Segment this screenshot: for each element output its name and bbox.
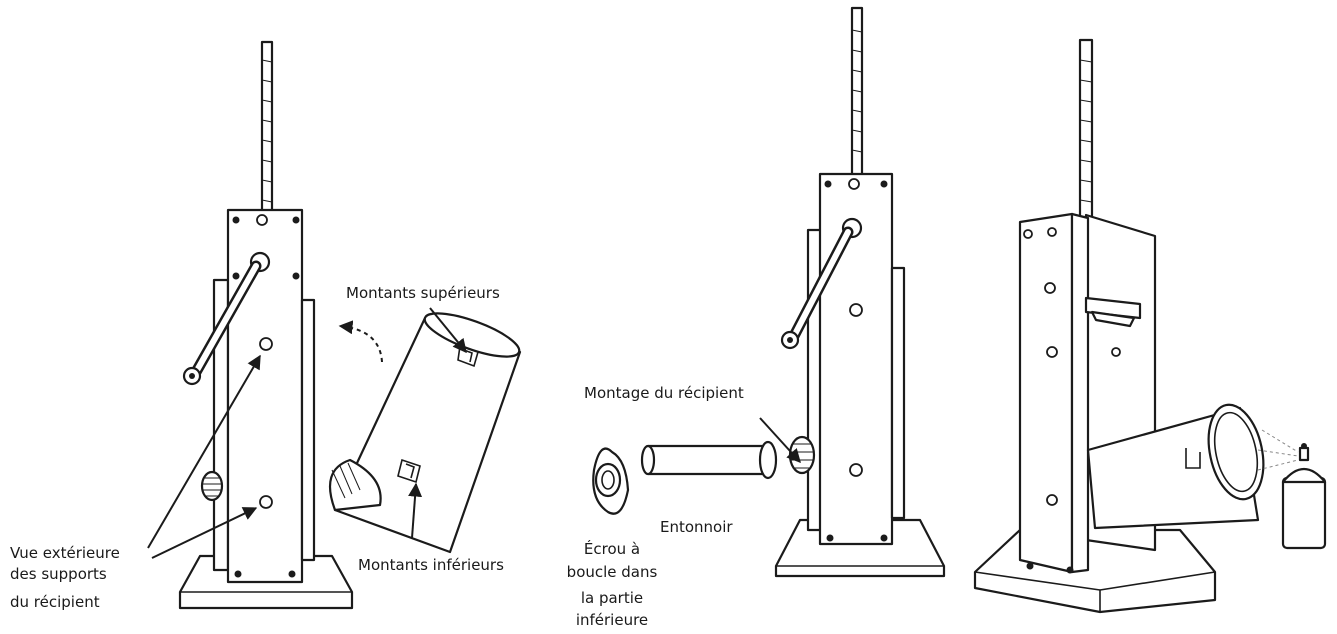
wing-nut <box>592 447 630 515</box>
stuffer-3-left-upright <box>1018 212 1074 574</box>
label-nut-3: la partie <box>580 589 644 607</box>
funnel-tube <box>640 440 778 480</box>
lubricant-can <box>1281 443 1327 550</box>
label-upper-mounts: Montants supérieurs <box>346 284 500 302</box>
label-container-mount: Montage du récipient <box>584 384 744 402</box>
stuffer-figure-1 <box>178 40 354 610</box>
canister-detached <box>328 312 522 554</box>
container-mount-arrow <box>759 417 801 464</box>
label-lower-mounts: Montants inférieurs <box>358 556 504 574</box>
exterior-support-arrow-upper <box>147 354 261 549</box>
lubricant-spray <box>1257 429 1299 471</box>
label-exterior-view-1: Vue extérieure <box>10 544 120 562</box>
label-funnel: Entonnoir <box>660 518 733 536</box>
label-exterior-view-2: des supports <box>10 565 107 583</box>
lower-mounts-arrow <box>408 482 423 539</box>
label-nut-4: inférieure <box>575 611 649 629</box>
stuffer-figure-3 <box>973 38 1265 614</box>
exterior-support-arrow-lower <box>151 507 258 559</box>
label-nut-1: Écrou à <box>583 540 641 558</box>
upper-mounts-arrow <box>429 307 467 354</box>
stuffer-figure-2 <box>774 6 946 578</box>
label-nut-2: boucle dans <box>566 563 658 581</box>
rotate-arrow <box>338 320 383 363</box>
stuffer-1-rod <box>260 40 274 216</box>
label-exterior-view-3: du récipient <box>10 593 100 611</box>
